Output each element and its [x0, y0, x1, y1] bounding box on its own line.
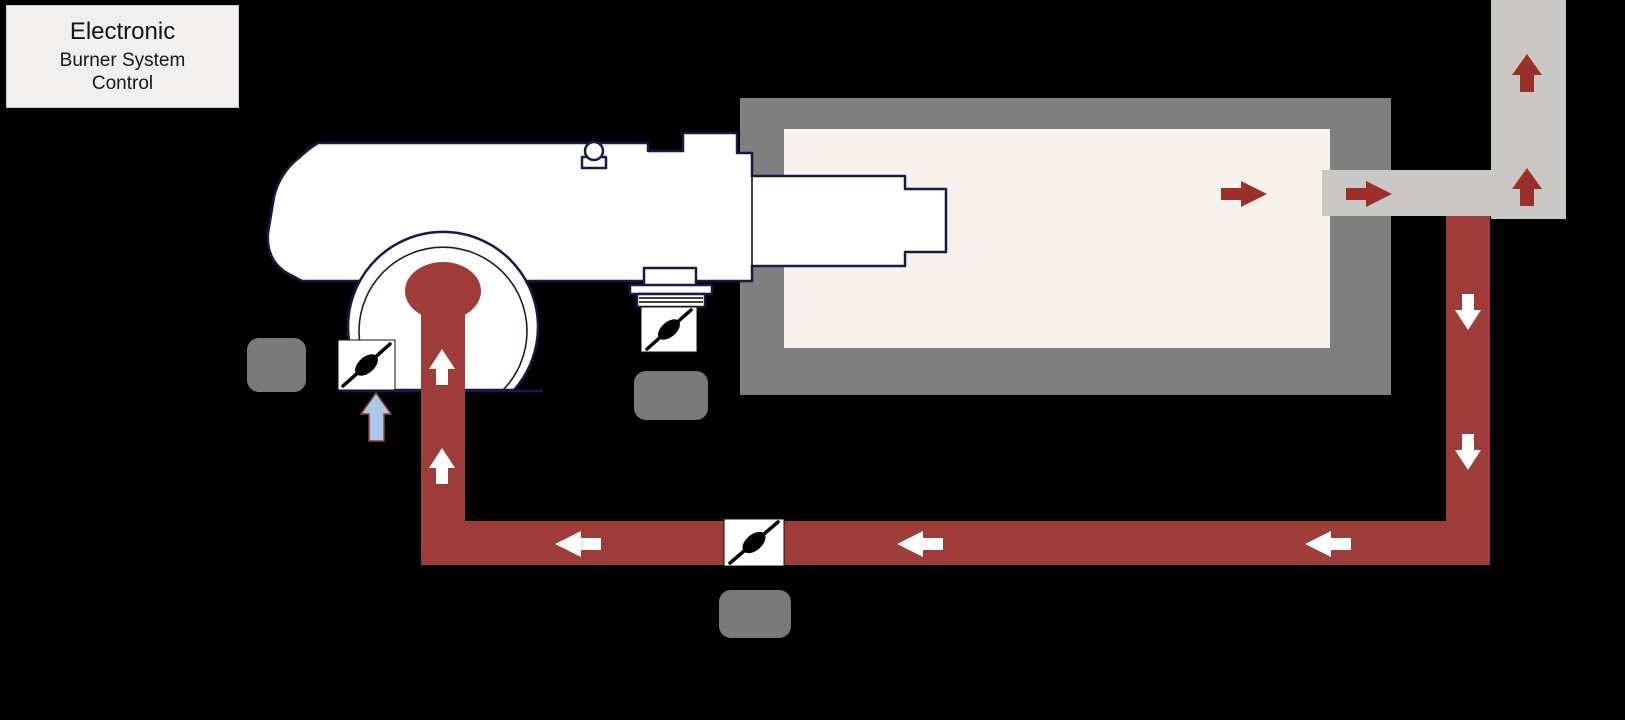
- hot-gas-arrow-right-icon-2: [1346, 181, 1392, 207]
- flow-arrow-down-icon-2: [1455, 434, 1481, 470]
- fgr-valve-actuator: [719, 590, 791, 638]
- gas-train-drop-pipe: [642, 266, 698, 288]
- gas-valve-actuator: [634, 371, 708, 420]
- hot-gas-arrow-right-icon-1: [1221, 181, 1267, 207]
- title-line3: Control: [91, 73, 154, 94]
- combustion-air-valve-icon: [355, 354, 378, 376]
- flow-arrow-up-icon-2: [429, 448, 455, 484]
- gas-train-flange: [628, 283, 714, 296]
- air-inlet-arrow-icon: [359, 391, 393, 442]
- flow-arrow-up-icon-1: [429, 349, 455, 385]
- flow-arrow-down-icon-1: [1455, 294, 1481, 330]
- flow-arrow-left-icon-3: [1305, 531, 1351, 557]
- gas-train-spool: [635, 292, 707, 309]
- fgr-pipe-left-vertical: [421, 290, 465, 565]
- flow-arrow-left-icon-2: [897, 531, 943, 557]
- title-box: Electronic Burner System Control: [6, 5, 239, 108]
- fuel-gas-valve-icon: [658, 319, 680, 340]
- burner-sensor-icon: [583, 140, 605, 162]
- flow-arrow-left-icon-1: [555, 531, 601, 557]
- fgr-valve: [723, 518, 785, 567]
- title-line2: Burner System: [59, 49, 186, 71]
- fuel-gas-valve: [640, 306, 698, 353]
- fgr-pipe-right-vertical: [1446, 216, 1490, 565]
- fan-inlet: [405, 262, 481, 320]
- air-valve-actuator: [247, 338, 306, 392]
- combustion-air-valve: [337, 339, 396, 391]
- title-line1: Electronic: [69, 17, 176, 45]
- stack-exhaust-arrow-up-icon-2: [1512, 168, 1542, 206]
- fgr-valve-icon: [742, 531, 766, 554]
- stack-exhaust-arrow-up-icon-1: [1512, 54, 1542, 92]
- burner-fan-scroll-inner-ring: [358, 246, 528, 391]
